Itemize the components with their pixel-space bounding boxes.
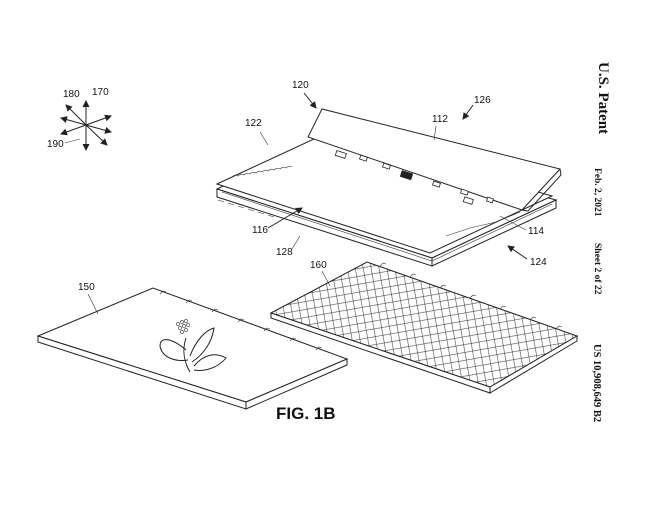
device-assembly xyxy=(215,108,562,267)
ref-112: 112 xyxy=(432,114,448,125)
ref-116: 116 xyxy=(252,225,268,236)
leader-112 xyxy=(433,125,437,141)
leader-190 xyxy=(64,138,81,144)
leader-122 xyxy=(259,131,269,146)
leader-126 xyxy=(462,104,474,120)
leader-116 xyxy=(267,207,303,229)
ref-122: 122 xyxy=(245,118,262,129)
ref-180: 180 xyxy=(63,89,80,100)
ref-120: 120 xyxy=(292,80,309,91)
ref-114: 114 xyxy=(528,226,544,237)
leader-160 xyxy=(321,270,331,287)
ref-160: 160 xyxy=(310,260,327,271)
leader-128 xyxy=(291,235,301,250)
figure-label: FIG. 1B xyxy=(276,404,336,423)
flower-emblem xyxy=(159,319,227,373)
back-cover-plate xyxy=(36,287,349,410)
ref-126: 126 xyxy=(474,95,491,106)
leader-150 xyxy=(87,293,99,315)
ref-150: 150 xyxy=(78,282,95,293)
axis-indicator xyxy=(60,100,112,151)
connector-clips xyxy=(334,150,494,205)
ref-190: 190 xyxy=(47,139,64,150)
mesh-layer xyxy=(269,261,579,394)
ref-170: 170 xyxy=(92,87,109,98)
ref-124: 124 xyxy=(530,257,547,268)
leader-114 xyxy=(499,215,527,231)
leader-120 xyxy=(303,92,317,109)
leader-124 xyxy=(507,245,528,260)
ref-128: 128 xyxy=(276,247,293,258)
